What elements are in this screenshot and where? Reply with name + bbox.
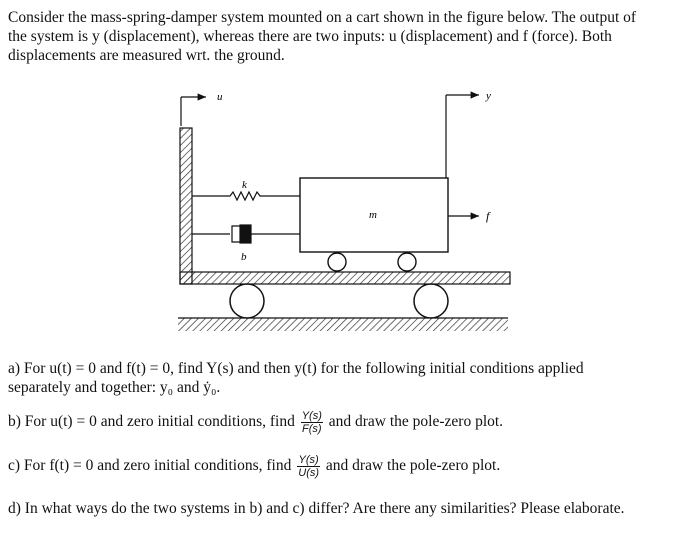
- question-a: a) For u(t) = 0 and f(t) = 0, find Y(s) …: [8, 359, 692, 397]
- output-y-arrow: [445, 91, 479, 178]
- cart-right-wheel: [413, 283, 449, 319]
- mass-right-wheel: [397, 252, 417, 272]
- spring: [192, 190, 300, 202]
- mass-left-wheel: [327, 252, 347, 272]
- cart-left-wheel: [229, 283, 265, 319]
- label-m: m: [369, 209, 377, 221]
- fraction-b-numerator: Y(s): [300, 410, 323, 423]
- input-u-arrow: [180, 93, 206, 126]
- intro-line-2: the system is y (displacement), whereas …: [8, 28, 612, 45]
- label-f: f: [486, 209, 491, 223]
- question-a-line-2: separately and together: y₀ and ẏ₀.: [8, 379, 221, 396]
- fraction-c-numerator: Y(s): [297, 454, 321, 467]
- damper: [192, 224, 300, 244]
- question-b-suffix: and draw the pole-zero plot.: [328, 413, 504, 431]
- question-b-prefix: b) For u(t) = 0 and zero initial conditi…: [8, 413, 295, 431]
- mass-block: [299, 177, 449, 253]
- intro-line-3: displacements are measured wrt. the grou…: [8, 47, 285, 64]
- label-u: u: [217, 91, 223, 103]
- label-y: y: [485, 90, 491, 102]
- question-a-line-1: a) For u(t) = 0 and f(t) = 0, find Y(s) …: [8, 360, 584, 377]
- fraction-y-over-f: Y(s) F(s): [300, 410, 323, 435]
- label-k: k: [242, 179, 248, 191]
- question-d: d) In what ways do the two systems in b)…: [8, 500, 625, 517]
- intro-line-1: Consider the mass-spring-damper system m…: [8, 9, 637, 26]
- question-c-prefix: c) For f(t) = 0 and zero initial conditi…: [8, 457, 292, 475]
- question-c-suffix: and draw the pole-zero plot.: [325, 457, 501, 475]
- fraction-y-over-u: Y(s) U(s): [297, 454, 321, 479]
- question-b: b) For u(t) = 0 and zero initial conditi…: [8, 410, 692, 435]
- fraction-c-denominator: U(s): [298, 467, 320, 479]
- ground-hatch: [178, 318, 508, 331]
- fraction-b-denominator: F(s): [302, 423, 322, 435]
- label-b: b: [241, 251, 247, 263]
- question-c: c) For f(t) = 0 and zero initial conditi…: [8, 454, 692, 479]
- cart-wall-hatch: [179, 127, 193, 285]
- cart-platform-hatch: [179, 271, 511, 285]
- problem-intro: Consider the mass-spring-damper system m…: [8, 8, 692, 65]
